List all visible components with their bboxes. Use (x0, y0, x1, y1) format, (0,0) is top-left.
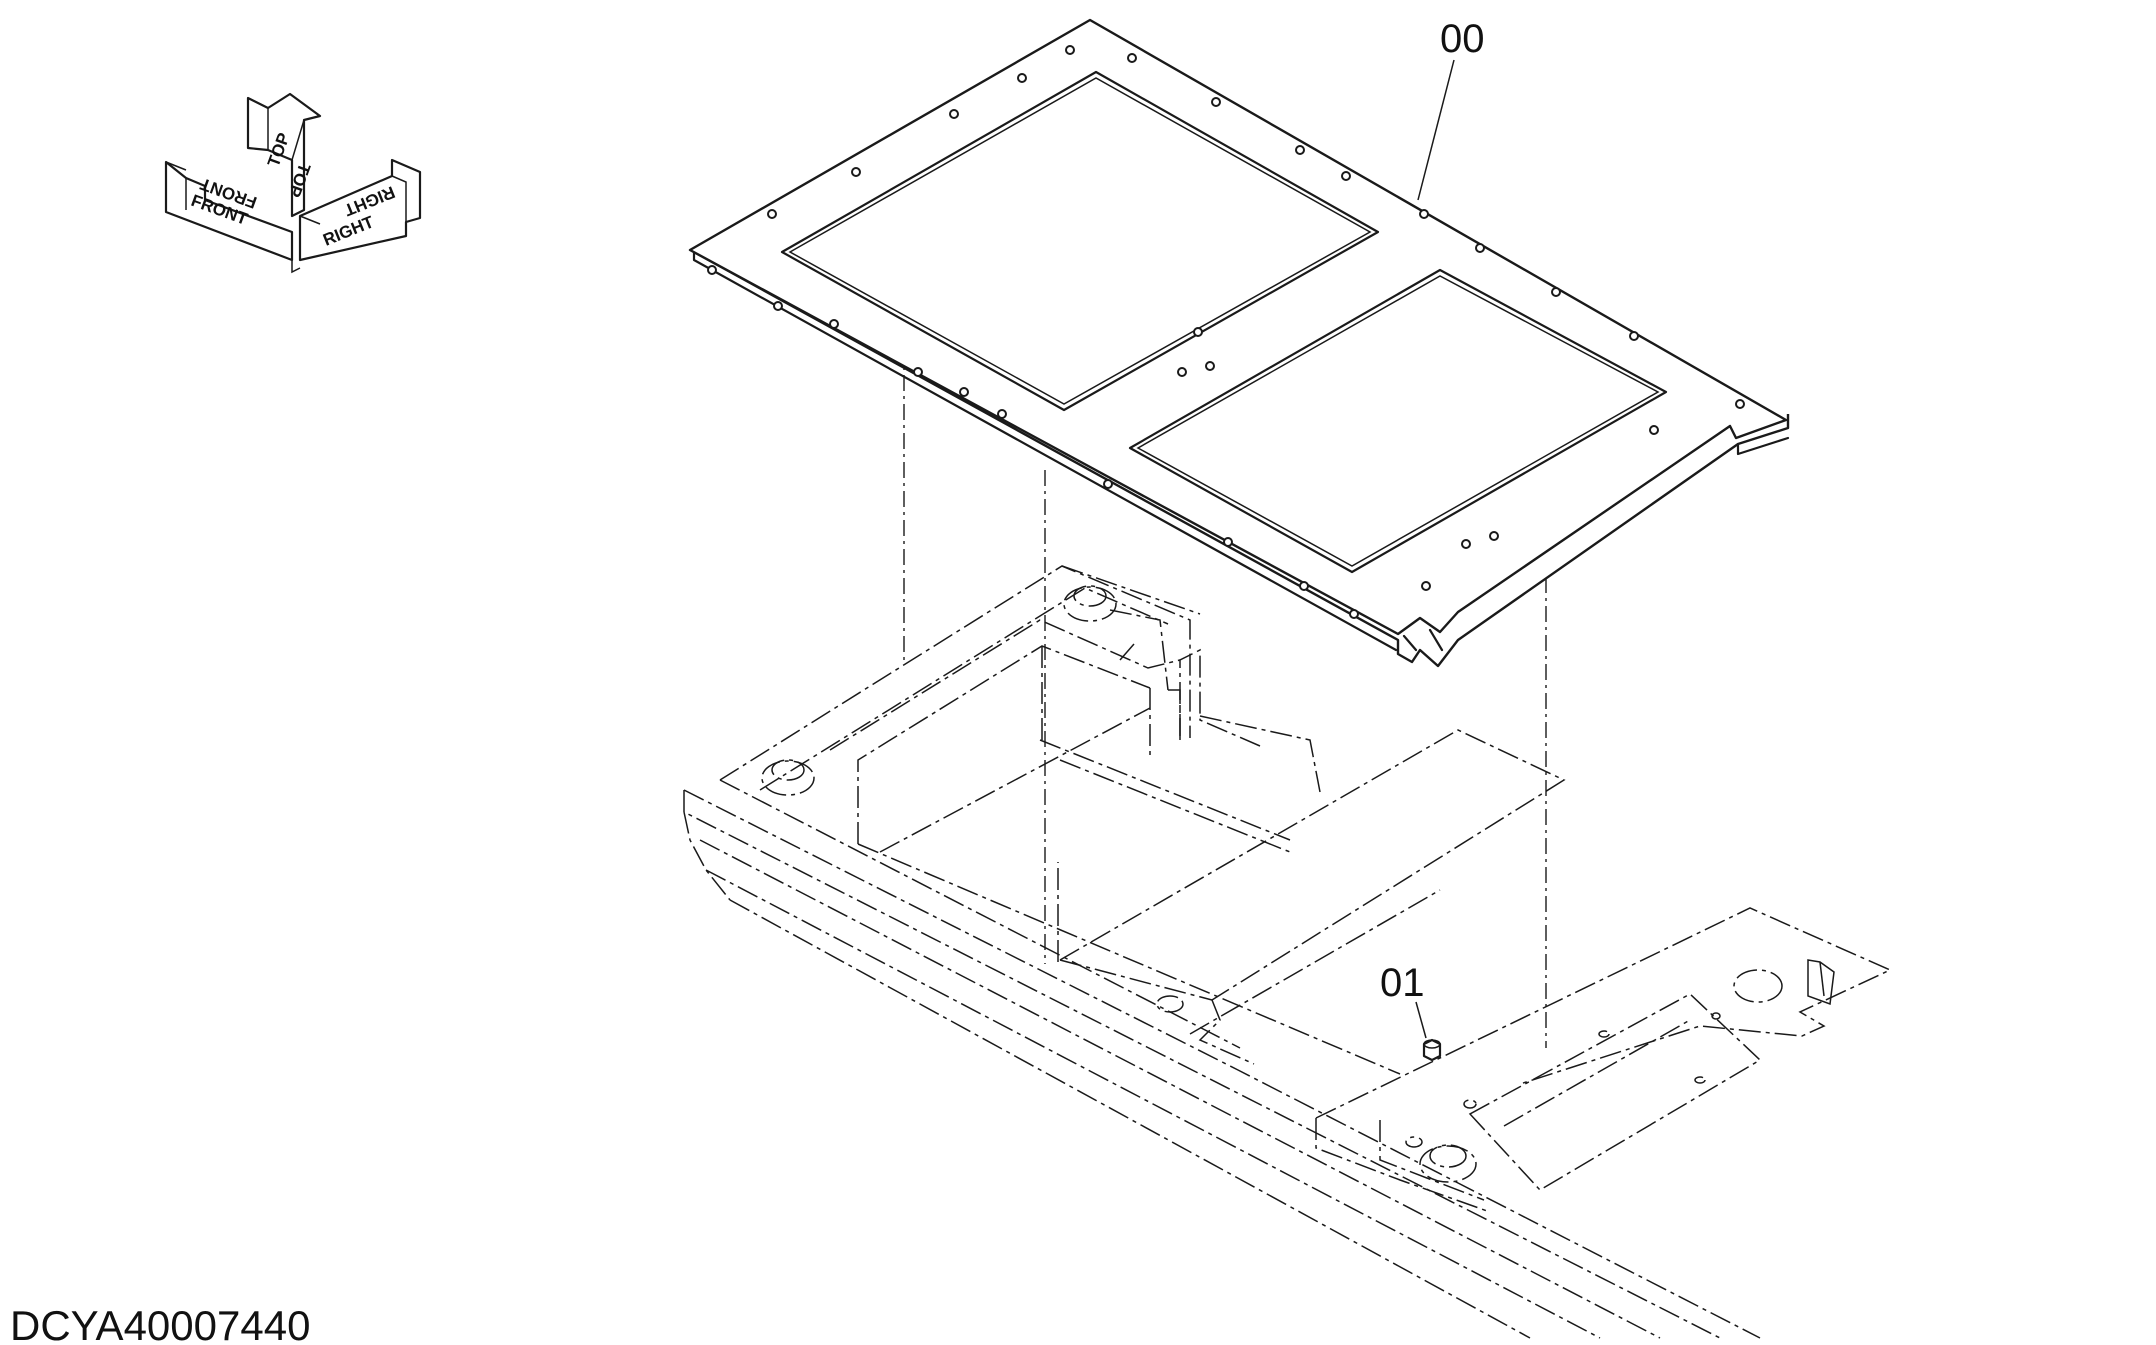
top-cover-plate (688, 18, 1790, 668)
drawing-code: DCYA40007440 (10, 1302, 310, 1345)
callout-01: 01 (1380, 961, 1427, 1039)
frame-assembly (683, 565, 1892, 1339)
front-arrow-icon (164, 160, 294, 262)
fastener-part (1422, 1038, 1442, 1062)
callout-01-label: 01 (1380, 961, 1425, 1005)
right-arrow-icon (298, 158, 422, 262)
callout-00: 00 (1417, 17, 1485, 201)
top-label-mirrored: TOP (284, 161, 314, 200)
orientation-indicator: FRONT FRONT TOP TOP RIGHT RIGHT (164, 92, 422, 274)
callout-00-label: 00 (1440, 17, 1485, 61)
